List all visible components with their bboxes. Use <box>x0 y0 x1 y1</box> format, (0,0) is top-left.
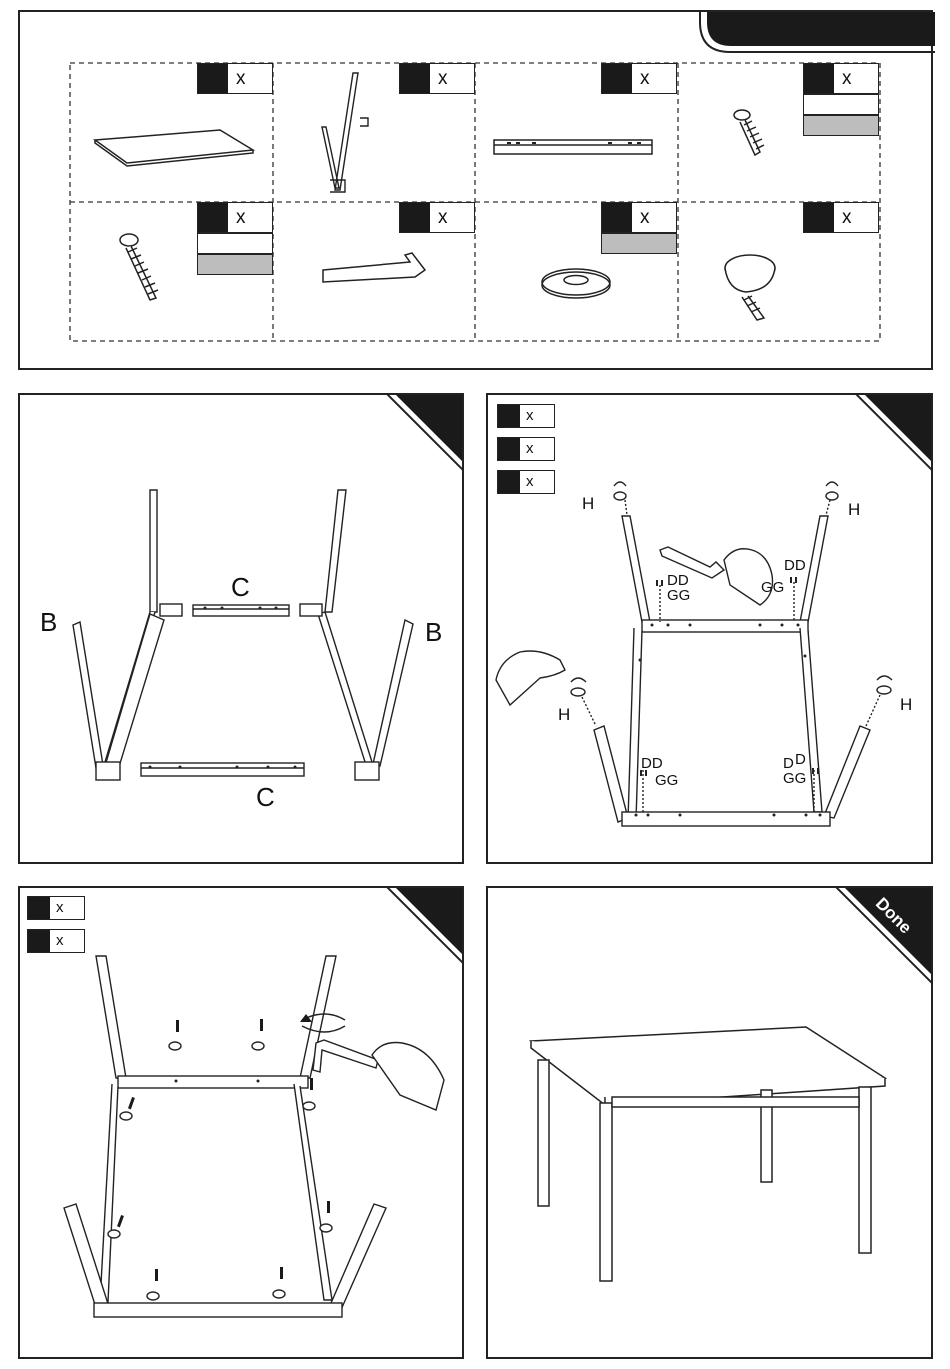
parts-panel <box>18 10 933 370</box>
label-h-top-right: H <box>848 500 860 520</box>
parts-header-tab <box>20 12 935 372</box>
qty-box-allen-key: x <box>399 202 475 233</box>
washer-gray-row <box>601 233 677 254</box>
qty-box-rail: x <box>601 63 677 94</box>
label-gg-bottom-left: GG <box>655 772 678 789</box>
done-corner <box>488 888 933 1359</box>
label-gg-bottom-right: GG <box>783 770 806 787</box>
step1-corner <box>20 395 464 864</box>
qty-box-foot-glide: x <box>803 202 879 233</box>
label-gg-top-right: GG <box>761 579 784 596</box>
label-c-bottom: C <box>256 782 275 813</box>
label-gg-top-left: GG <box>667 587 690 604</box>
label-c-top: C <box>231 572 250 603</box>
label-b-left: B <box>40 607 57 638</box>
step4-panel: Done <box>486 886 933 1359</box>
step3-qty-2: x <box>27 929 85 953</box>
label-d-bottom-right-b: D <box>795 751 806 768</box>
short-screw-gray-row <box>803 115 879 136</box>
qty-box-washer: x <box>601 202 677 233</box>
label-dd-bottom-left: DD <box>641 755 663 772</box>
qty-box-leg-frame: x <box>399 63 475 94</box>
long-screw-white-row <box>197 233 273 254</box>
qty-box-top: x <box>197 63 273 94</box>
step2-qty-3: x <box>497 470 555 494</box>
step3-corner <box>20 888 464 1359</box>
step2-qty-2: x <box>497 437 555 461</box>
short-screw-white-row <box>803 94 879 115</box>
long-screw-gray-row <box>197 254 273 275</box>
step3-qty-1: x <box>27 896 85 920</box>
label-dd-top-right: DD <box>784 557 806 574</box>
step2-qty-1: x <box>497 404 555 428</box>
label-h-mid-left: H <box>558 705 570 725</box>
step2-corner <box>488 395 933 864</box>
label-b-right: B <box>425 617 442 648</box>
qty-box-long-screw: x <box>197 202 273 233</box>
step3-panel <box>18 886 464 1359</box>
step1-panel <box>18 393 464 864</box>
label-h-mid-right: H <box>900 695 912 715</box>
qty-box-short-screw: x <box>803 63 879 94</box>
label-h-top-left: H <box>582 494 594 514</box>
step2-panel <box>486 393 933 864</box>
